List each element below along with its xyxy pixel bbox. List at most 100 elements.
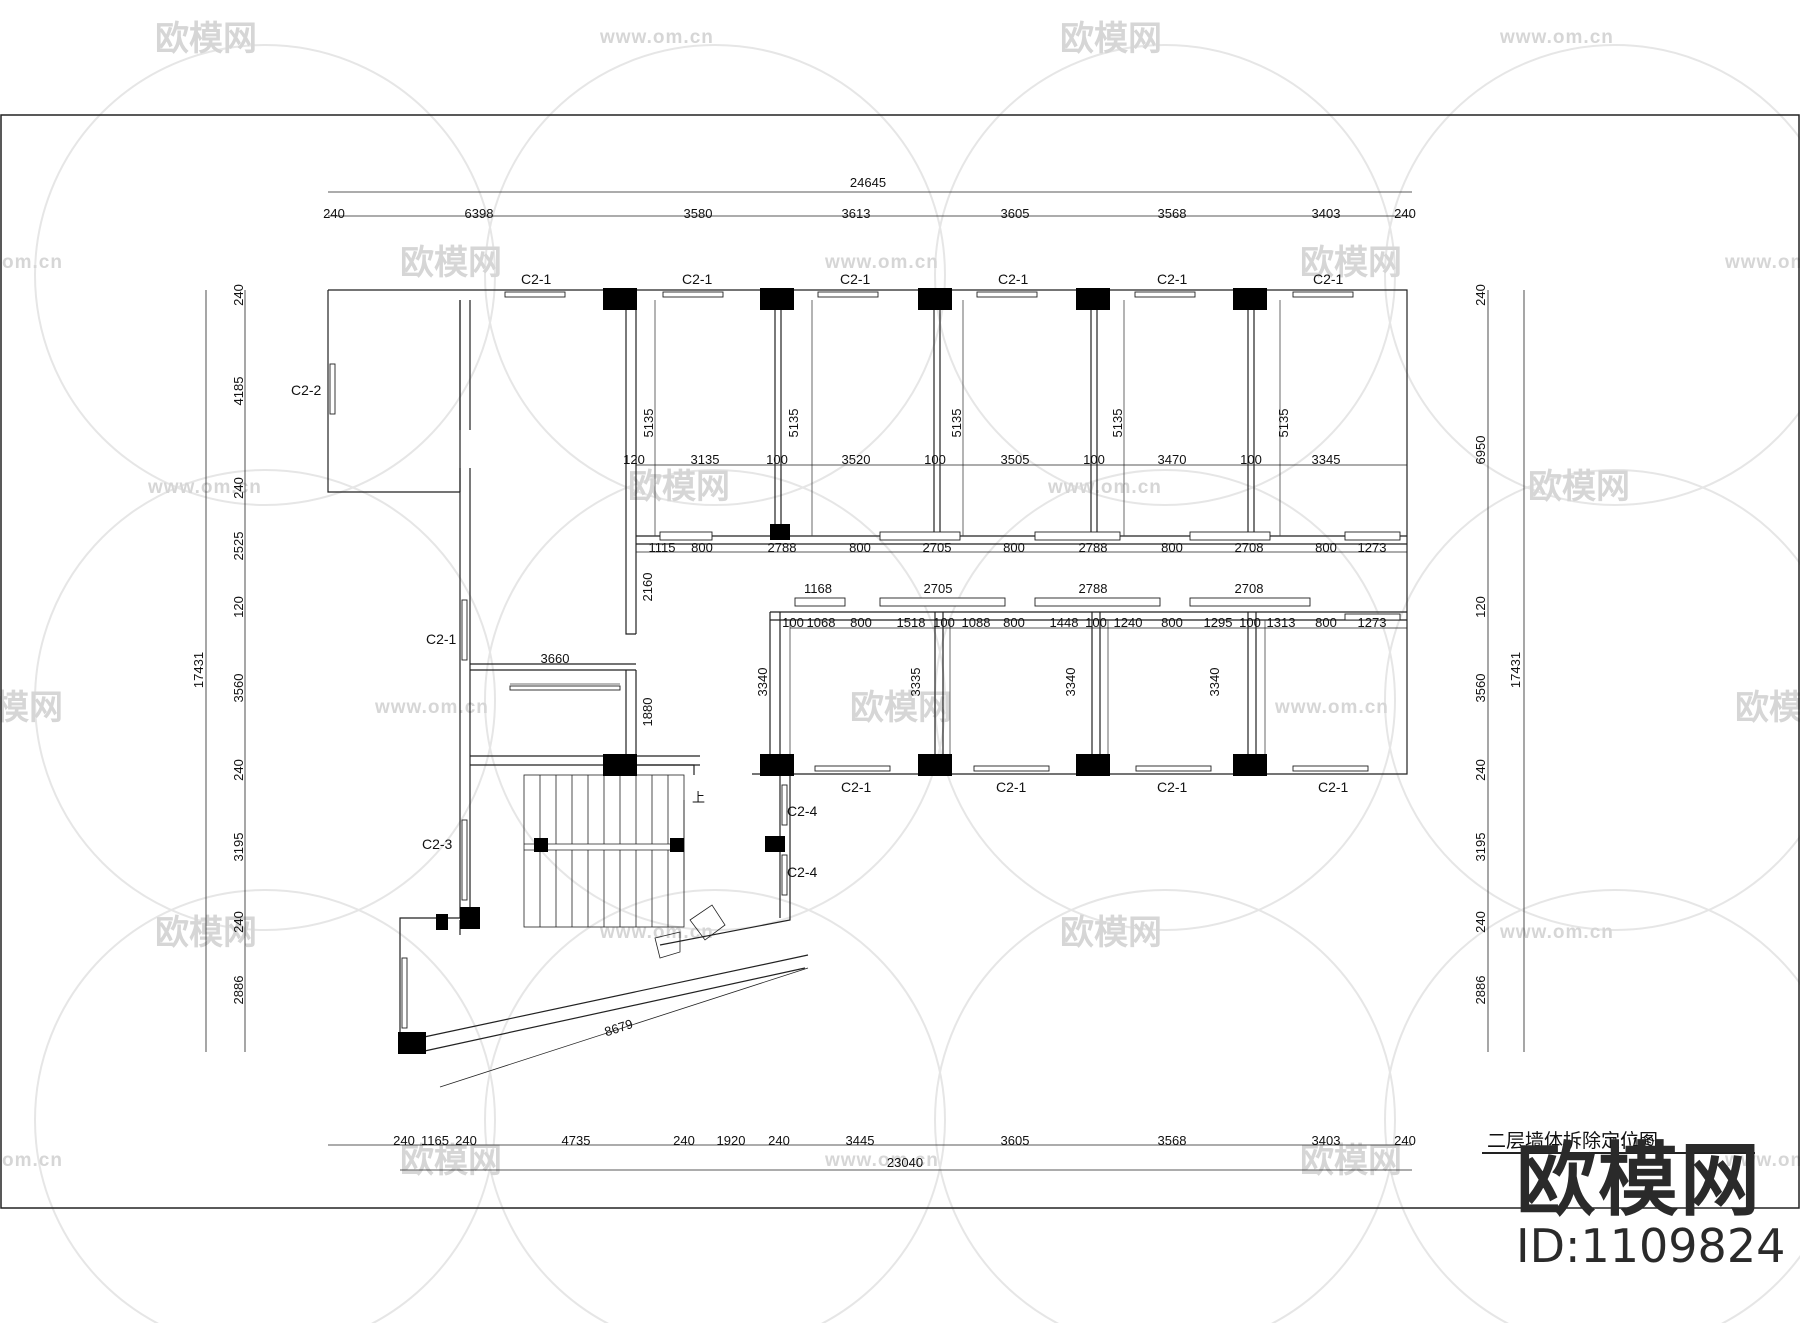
window-label: C2-3: [422, 836, 453, 852]
watermark-brand: 欧模网: [400, 1142, 502, 1180]
window-label: C2-1: [1157, 271, 1188, 287]
dim-text: 240: [231, 284, 246, 306]
brand-id: ID:1109824: [1516, 1219, 1785, 1273]
dim-text: 3560: [1473, 674, 1488, 703]
watermark-layer: 欧模网 www.om.cn 欧模网 www.om.cn om.cn 欧模网 ww…: [0, 20, 1800, 1323]
dim-text: 3605: [1001, 206, 1030, 221]
watermark-url: www.om.cn: [824, 252, 939, 273]
dim-text: 100: [1239, 615, 1261, 630]
dim-text: 3505: [1001, 452, 1030, 467]
dim-text: 5135: [786, 409, 801, 438]
dim-text: 240: [768, 1133, 790, 1148]
dim-text: 2160: [640, 573, 655, 602]
dim-text: 4735: [562, 1133, 591, 1148]
dim-text: 100: [1085, 615, 1107, 630]
watermark-brand: 欧模网: [155, 20, 257, 58]
dim-text: 240: [231, 759, 246, 781]
dim-text: 1273: [1358, 540, 1387, 555]
dim-text: 5135: [1276, 409, 1291, 438]
dim-text: 1115: [649, 540, 676, 555]
watermark-url: www.om.cn: [1047, 477, 1162, 498]
dim-text: 1448: [1050, 615, 1079, 630]
dim-text: 6950: [1473, 436, 1488, 465]
dim-text: 2788: [768, 540, 797, 555]
watermark-url: www.om.cn: [1499, 27, 1614, 48]
dim-text: 3195: [1473, 833, 1488, 862]
dim-text: 800: [1003, 540, 1025, 555]
drawing-scale: 1：100: [1612, 1134, 1654, 1149]
dim-text: 800: [691, 540, 713, 555]
watermark-url: www.om.cn: [1499, 922, 1614, 943]
watermark-brand: 欧模网: [850, 689, 952, 727]
dim-text: 3568: [1158, 1133, 1187, 1148]
dim-text: 5135: [949, 409, 964, 438]
dim-text: 2788: [1079, 581, 1108, 596]
dim-text: 240: [231, 911, 246, 933]
dim-room: 3660: [541, 651, 570, 666]
stair: [523, 774, 726, 959]
watermark-brand: 欧模网: [1735, 689, 1800, 727]
window-label: C2-1: [682, 271, 713, 287]
dim-text: 3340: [1063, 668, 1078, 697]
dim-text: 1295: [1204, 615, 1233, 630]
dim-text: 3403: [1312, 206, 1341, 221]
dim-text: 3445: [846, 1133, 875, 1148]
dim-text: 3613: [842, 206, 871, 221]
dim-text: 2886: [231, 976, 246, 1005]
watermark-brand: 模网: [0, 689, 63, 727]
watermark-url: www.om.cn: [599, 922, 714, 943]
dim-text: 3195: [231, 833, 246, 862]
dim-text: 800: [1315, 615, 1337, 630]
dim-text: 240: [1394, 206, 1416, 221]
dim-text: 240: [1394, 1133, 1416, 1148]
drawing-title: 二层墙体拆除定位图: [1487, 1130, 1658, 1152]
watermark-circles: [34, 44, 1800, 1323]
stair-up-label: 上: [692, 790, 705, 805]
dim-text: 3345: [1312, 452, 1341, 467]
dim-text: 1068: [807, 615, 836, 630]
window-label: C2-1: [841, 779, 872, 795]
dim-diagonal: 8679: [603, 1016, 635, 1039]
dim-text: 2708: [1235, 581, 1264, 596]
window-label: C2-1: [1318, 779, 1349, 795]
watermark-brand: 欧模网: [1528, 468, 1630, 506]
watermark-url: www.om.cn: [599, 27, 714, 48]
dim-text: 120: [1473, 596, 1488, 618]
window-label: C2-1: [1157, 779, 1188, 795]
watermark-url: www.om.cn: [147, 477, 262, 498]
left-dimensions: 17431 240 4185 240 2525 120 3560 240 319…: [191, 284, 246, 1004]
dim-top-total: 24645: [850, 175, 886, 190]
dimension-lines: [205, 191, 1525, 1171]
dim-text: 2886: [1473, 976, 1488, 1005]
dim-text: 800: [849, 540, 871, 555]
watermark-url: om.cn: [2, 1150, 63, 1171]
upper-wall-dimensions: 1115 800 2788 800 2705 800 2788 800 2708…: [649, 540, 1387, 555]
drawing-frame: [0, 114, 1800, 1209]
dim-text: 3340: [1207, 668, 1222, 697]
building-walls: [327, 289, 1408, 1053]
dim-text: 240: [231, 477, 246, 499]
watermark-brand: 欧模网: [628, 468, 730, 506]
watermark-url: www.om.cn: [1274, 697, 1389, 718]
dim-left-total: 17431: [191, 652, 206, 688]
dim-text: 1273: [1358, 615, 1387, 630]
watermark-brand: 欧模网: [1060, 914, 1162, 952]
dim-text: 100: [1083, 452, 1105, 467]
windows: [329, 291, 1401, 1029]
dim-text: 1165: [421, 1133, 449, 1148]
dim-text: 3340: [755, 668, 770, 697]
dim-text: 3580: [684, 206, 713, 221]
dim-text: 5135: [641, 409, 656, 438]
watermark-url: www.om.cn: [374, 697, 489, 718]
window-label: C2-1: [1313, 271, 1344, 287]
window-label: C2-4: [787, 803, 818, 819]
watermark-url: www.om.cn: [1724, 252, 1800, 273]
lower-top-dimensions: 1168 2705 2788 2708 3660: [541, 581, 1264, 666]
dim-text: 1088: [962, 615, 991, 630]
columns: [398, 288, 1267, 1054]
dim-text: 2705: [923, 540, 952, 555]
watermark-url: www.om.cn: [824, 1150, 939, 1171]
dim-text: 6398: [465, 206, 494, 221]
dim-text: 2705: [924, 581, 953, 596]
